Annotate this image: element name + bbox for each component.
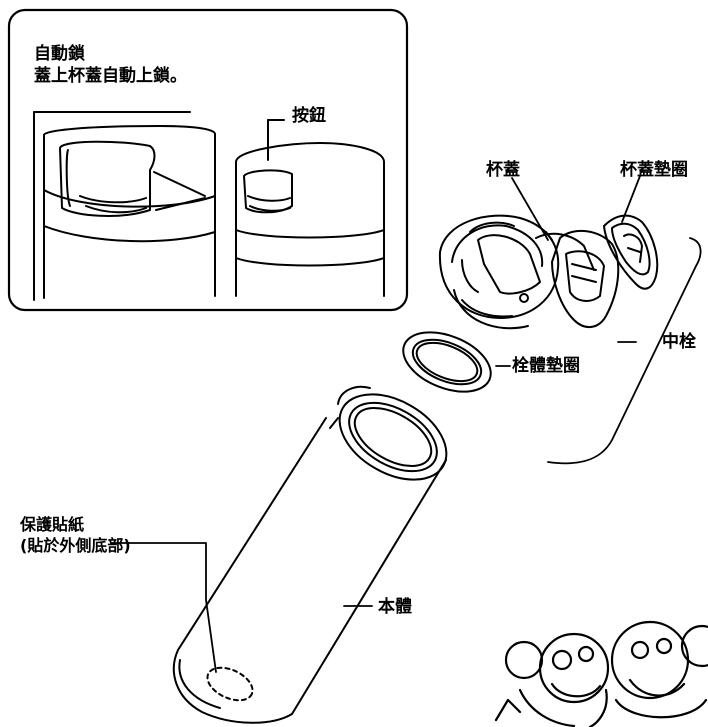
lid-hinge-drawing <box>545 229 620 328</box>
inset-right-lid-drawing <box>235 119 385 297</box>
leader-lines <box>111 175 702 673</box>
mascot-drawing <box>494 620 708 727</box>
sticker-label-line1: 保護貼紙 <box>20 515 85 534</box>
cup-lid-gasket-drawing <box>603 214 659 290</box>
cup-lid-gasket-label: 杯蓋墊圈 <box>620 160 688 180</box>
inset-left-lid-drawing <box>33 111 216 301</box>
body-label: 本體 <box>378 597 412 617</box>
bottle-body-drawing <box>173 385 448 724</box>
sticker-label-line2: (貼於外側底部) <box>20 536 131 555</box>
inset-frame <box>7 8 409 312</box>
center-plug-label: 中栓 <box>662 332 696 352</box>
inset-subtitle: 蓋上杯蓋自動上鎖。 <box>34 66 187 86</box>
plug-gasket-label: 栓體墊圈 <box>512 356 580 376</box>
inset-title: 自動鎖 <box>34 44 85 64</box>
plug-gasket-drawing <box>402 331 492 393</box>
cup-lid-label: 杯蓋 <box>486 160 520 180</box>
button-label: 按鈕 <box>292 106 326 126</box>
